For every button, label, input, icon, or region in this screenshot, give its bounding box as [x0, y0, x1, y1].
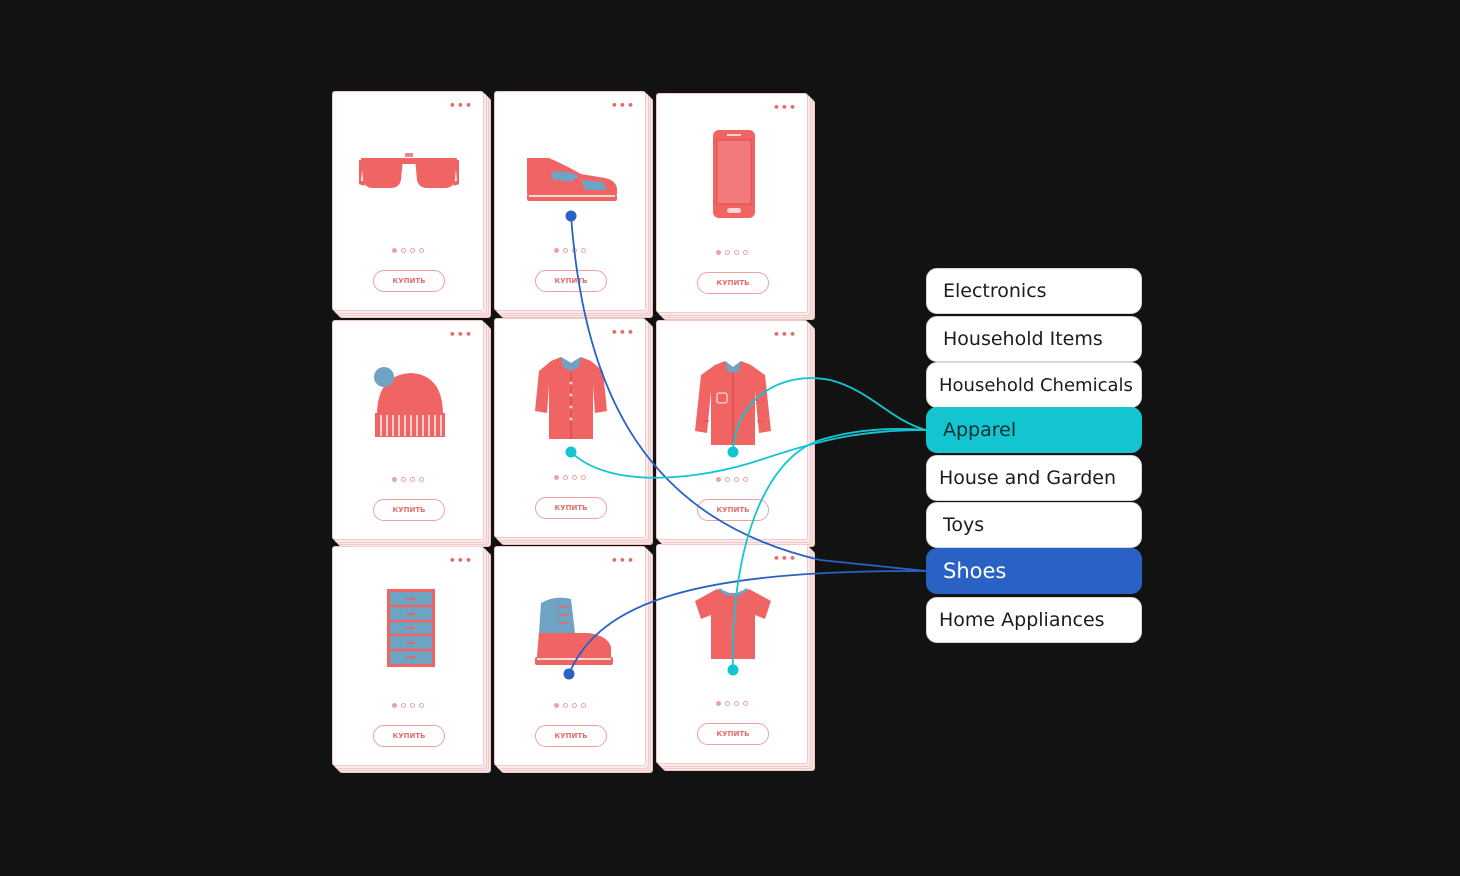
- product-card-sunglasses[interactable]: ••• КУПИТЬ: [332, 91, 484, 311]
- card-menu-icon[interactable]: •••: [772, 552, 797, 565]
- card-menu-icon[interactable]: •••: [610, 326, 635, 339]
- dress-shirt-icon: [535, 357, 607, 439]
- sunglasses-icon: [359, 153, 459, 188]
- t-shirt-icon: [695, 588, 771, 659]
- card-menu-icon[interactable]: •••: [448, 99, 473, 112]
- buy-button[interactable]: КУПИТЬ: [697, 723, 769, 745]
- card-menu-icon[interactable]: •••: [610, 554, 635, 567]
- product-card-boot[interactable]: ••• КУПИТЬ: [494, 546, 646, 766]
- buy-button[interactable]: КУПИТЬ: [535, 270, 607, 292]
- product-card-sneaker[interactable]: ••• КУПИТЬ: [494, 91, 646, 311]
- category-household-chemicals[interactable]: Household Chemicals: [926, 362, 1142, 408]
- rating-dots: [657, 250, 807, 255]
- card-menu-icon[interactable]: •••: [772, 101, 797, 114]
- product-card-smartphone[interactable]: ••• КУПИТЬ: [656, 93, 808, 313]
- buy-button[interactable]: КУПИТЬ: [697, 272, 769, 294]
- rating-dots: [495, 703, 645, 708]
- buy-button[interactable]: КУПИТЬ: [373, 499, 445, 521]
- category-apparel[interactable]: Apparel: [926, 407, 1142, 453]
- category-house-and-garden[interactable]: House and Garden: [926, 455, 1142, 501]
- sneaker-icon: [527, 158, 617, 201]
- jacket-icon: [695, 361, 771, 445]
- product-card-drawer-cabinet[interactable]: ••• КУПИТЬ: [332, 546, 484, 766]
- drawer-cabinet-icon: [387, 589, 435, 667]
- product-card-dress-shirt[interactable]: ••• КУПИТЬ: [494, 318, 646, 538]
- buy-button[interactable]: КУПИТЬ: [697, 499, 769, 521]
- rating-dots: [657, 701, 807, 706]
- smartphone-icon: [713, 130, 755, 218]
- buy-button[interactable]: КУПИТЬ: [373, 270, 445, 292]
- boot-icon: [535, 597, 613, 665]
- product-card-beanie[interactable]: ••• КУПИТЬ: [332, 320, 484, 540]
- category-toys[interactable]: Toys: [926, 502, 1142, 548]
- card-menu-icon[interactable]: •••: [448, 328, 473, 341]
- buy-button[interactable]: КУПИТЬ: [535, 497, 607, 519]
- category-electronics[interactable]: Electronics: [926, 268, 1142, 314]
- rating-dots: [333, 248, 483, 253]
- card-menu-icon[interactable]: •••: [610, 99, 635, 112]
- card-menu-icon[interactable]: •••: [772, 328, 797, 341]
- category-shoes[interactable]: Shoes: [926, 548, 1142, 594]
- product-card-t-shirt[interactable]: ••• КУПИТЬ: [656, 544, 808, 764]
- category-home-appliances[interactable]: Home Appliances: [926, 597, 1142, 643]
- rating-dots: [495, 475, 645, 480]
- rating-dots: [495, 248, 645, 253]
- buy-button[interactable]: КУПИТЬ: [535, 725, 607, 747]
- buy-button[interactable]: КУПИТЬ: [373, 725, 445, 747]
- rating-dots: [333, 477, 483, 482]
- card-menu-icon[interactable]: •••: [448, 554, 473, 567]
- product-card-jacket[interactable]: ••• КУПИТЬ: [656, 320, 808, 540]
- beanie-icon: [374, 367, 445, 437]
- rating-dots: [657, 477, 807, 482]
- rating-dots: [333, 703, 483, 708]
- category-household-items[interactable]: Household Items: [926, 316, 1142, 362]
